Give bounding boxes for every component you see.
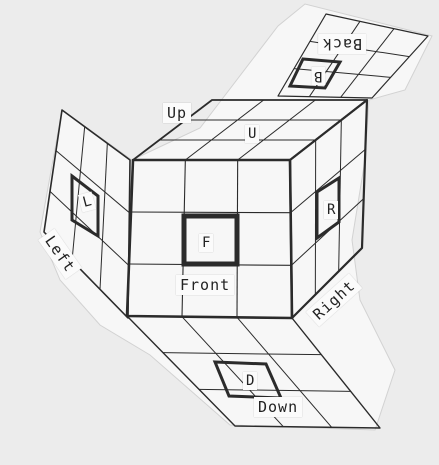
down-sticker-letter: D [243, 372, 257, 390]
back-sticker-letter: B [311, 67, 325, 85]
up-face-label: Up [163, 103, 191, 123]
down-face-label: Down [254, 397, 302, 417]
front-face-label: Front [176, 275, 234, 295]
back-face-label: Back [318, 34, 366, 54]
up-sticker-letter: U [245, 125, 259, 143]
right-sticker-letter: R [324, 201, 338, 219]
front-sticker-letter: F [199, 234, 213, 252]
